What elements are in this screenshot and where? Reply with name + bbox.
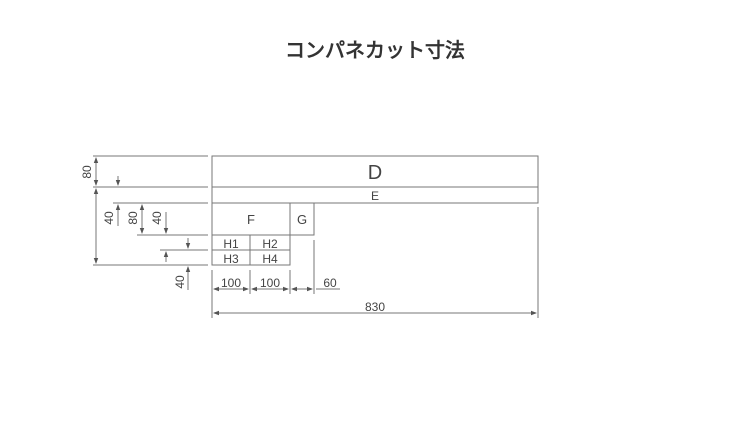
dim-80-top: 80	[80, 165, 94, 179]
panel-h1-label: H1	[223, 237, 239, 251]
panel-f-label: F	[247, 212, 255, 227]
panel-d-e-outline	[211, 155, 539, 204]
panel-h4-label: H4	[262, 252, 278, 266]
panel-g-label: G	[297, 212, 307, 227]
dim-100-a: 100	[221, 276, 241, 290]
dim-80-b: 80	[126, 211, 140, 225]
dim-40-a: 40	[102, 211, 116, 225]
panel-d-label: D	[368, 162, 382, 184]
panel-h3-label: H3	[223, 252, 239, 266]
dim-60: 60	[323, 276, 337, 290]
page-title: コンパネカット寸法	[285, 38, 465, 62]
dim-40-b: 40	[150, 211, 164, 225]
panel-h2-label: H2	[262, 237, 278, 251]
dim-100-b: 100	[260, 276, 280, 290]
dim-40-c: 40	[173, 275, 187, 289]
panel-e-label: E	[371, 189, 379, 203]
dim-830: 830	[365, 300, 385, 314]
